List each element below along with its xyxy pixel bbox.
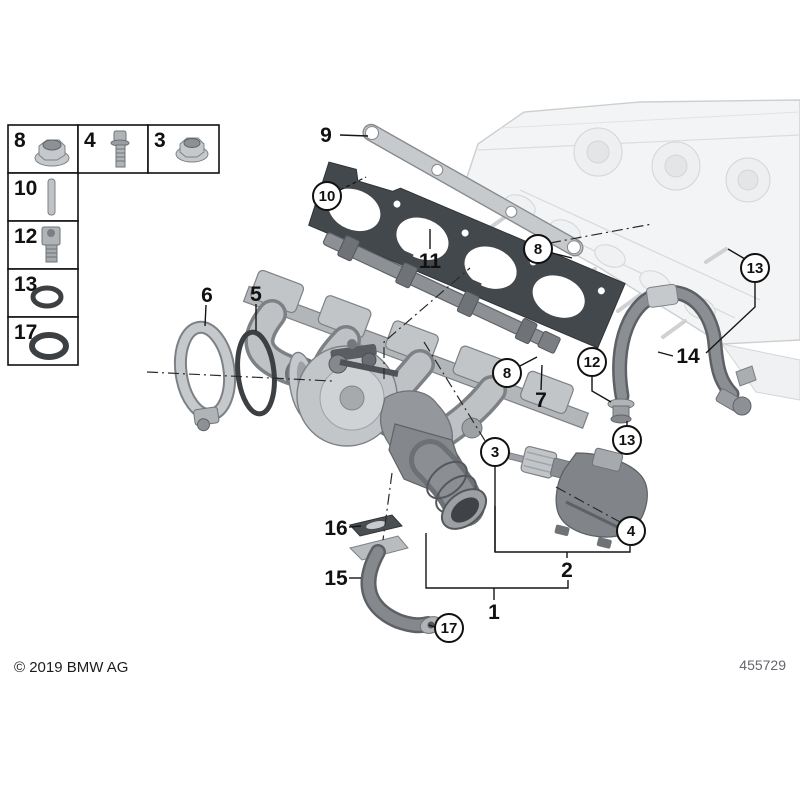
legend-table: 8 4 3 10: [7, 124, 220, 366]
copyright-text: © 2019 BMW AG: [14, 659, 128, 676]
wastegate-linkage: [328, 339, 399, 377]
svg-text:13: 13: [619, 432, 636, 449]
callout-13-banjo[interactable]: 13: [612, 425, 642, 455]
callouts: 9 10 11 8 13 6 5 12 14 8 7 13: [201, 124, 770, 643]
callout-2[interactable]: 2: [561, 559, 573, 582]
callout-14[interactable]: 14: [676, 345, 700, 368]
stud-pin-icon: [47, 178, 56, 216]
center-lines: [146, 223, 653, 541]
pipe-end-fitting: [715, 365, 757, 416]
oil-return-gasket: [349, 514, 403, 537]
svg-text:3: 3: [491, 444, 499, 461]
callout-16[interactable]: 16: [324, 517, 347, 540]
o-ring-large-icon: [29, 332, 69, 360]
legend-cell-8[interactable]: 8: [14, 129, 70, 167]
legend-cell-12[interactable]: 12: [14, 225, 61, 263]
legend-cell-17[interactable]: 17: [14, 321, 69, 360]
svg-text:3: 3: [154, 129, 166, 152]
callout-10[interactable]: 10: [312, 181, 342, 211]
oil-return-pipe: [349, 535, 443, 634]
svg-text:8: 8: [14, 129, 26, 152]
callout-8-gasket[interactable]: 8: [523, 234, 553, 264]
leader-lines: [204, 134, 756, 628]
svg-text:13: 13: [747, 260, 764, 277]
socket-head-bolt-icon: [41, 226, 61, 263]
svg-text:12: 12: [584, 354, 601, 371]
turbocharger: [288, 339, 488, 530]
callout-6[interactable]: 6: [201, 284, 213, 307]
callout-8-rail[interactable]: 8: [492, 358, 522, 388]
legend-cell-10[interactable]: 10: [14, 177, 56, 216]
svg-text:13: 13: [14, 273, 37, 296]
callout-9[interactable]: 9: [320, 124, 332, 147]
svg-text:12: 12: [14, 225, 37, 248]
callout-5[interactable]: 5: [250, 283, 262, 306]
heat-shield-strip: [362, 123, 584, 257]
flange-nut-icon: [34, 139, 70, 167]
legend-cell-13[interactable]: 13: [14, 273, 64, 309]
callout-7[interactable]: 7: [535, 389, 547, 412]
wastegate-actuator: [504, 445, 648, 549]
svg-text:10: 10: [14, 177, 37, 200]
svg-text:10: 10: [319, 188, 336, 205]
callout-17[interactable]: 17: [434, 613, 464, 643]
callout-11[interactable]: 11: [419, 250, 442, 273]
legend-cell-4[interactable]: 4: [84, 129, 130, 168]
callout-12[interactable]: 12: [577, 347, 607, 377]
callout-13-top[interactable]: 13: [740, 253, 770, 283]
turbine-outlet: [409, 439, 488, 530]
svg-text:4: 4: [84, 129, 96, 152]
screw-icon: [110, 130, 130, 168]
turbo-o-ring: [235, 329, 277, 417]
oil-feed-pipe: [607, 283, 757, 424]
svg-text:8: 8: [534, 241, 542, 258]
cylinder-head-faded: [461, 99, 800, 401]
callout-15[interactable]: 15: [324, 567, 348, 590]
callout-4[interactable]: 4: [616, 516, 646, 546]
diagram-number: 455729: [739, 657, 786, 673]
legend-cell-3[interactable]: 3: [154, 129, 209, 163]
callout-1[interactable]: 1: [488, 601, 500, 624]
v-band-clamp: [173, 320, 237, 432]
flange-nut-icon: [175, 137, 209, 163]
banjo-bolt: [607, 398, 635, 424]
svg-text:17: 17: [441, 620, 458, 637]
svg-text:17: 17: [14, 321, 37, 344]
support-rail: [322, 232, 561, 354]
svg-text:8: 8: [503, 365, 511, 382]
svg-text:4: 4: [627, 523, 636, 540]
o-ring-small-icon: [30, 285, 64, 309]
callout-3[interactable]: 3: [480, 437, 510, 467]
